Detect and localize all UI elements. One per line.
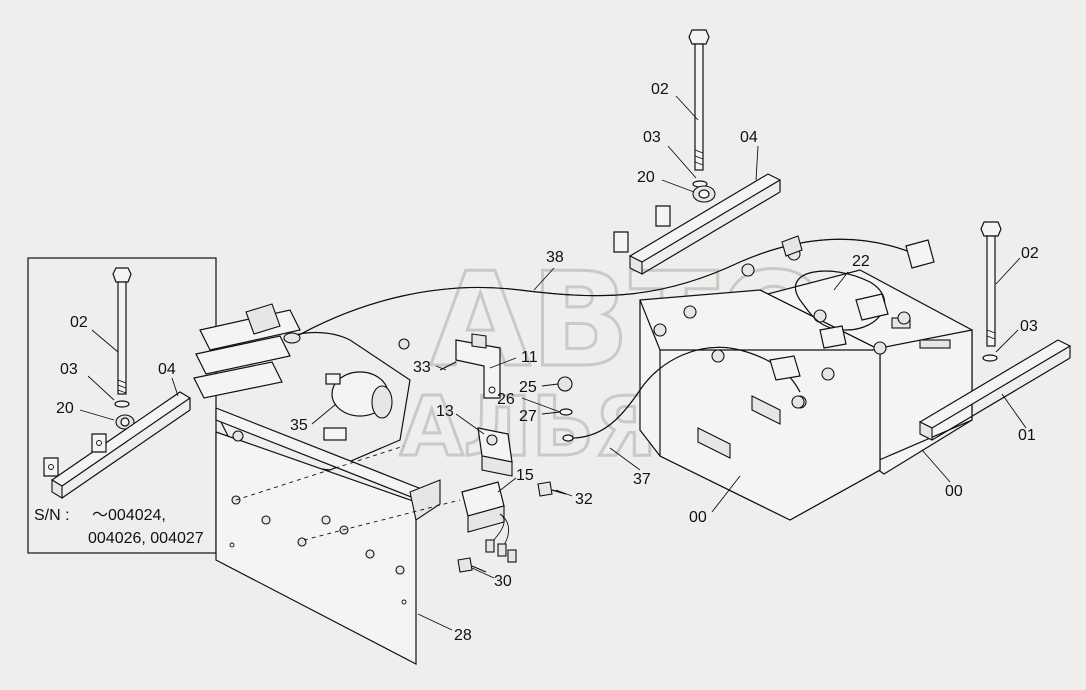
washer-27: [559, 408, 573, 416]
callout-harness-38: 38: [546, 249, 564, 266]
inset-leader-02: [91, 329, 119, 353]
callout-washer-26: 26: [497, 391, 515, 408]
inset-callout-03: 03: [60, 361, 78, 378]
harness-22: [794, 270, 889, 349]
callout-motor-35: 35: [290, 417, 308, 434]
inset-callout-20: 20: [56, 400, 74, 417]
callout-plate-28: 28: [454, 627, 472, 644]
inset-callout-02: 02: [70, 314, 88, 331]
motor-35: [323, 338, 410, 441]
callouts: 02 03 04 20 38 22 02 03 01 00 00 33 11 2…: [290, 81, 1039, 644]
callout-screw-30: 30: [494, 573, 512, 590]
right-bar: [918, 339, 1072, 441]
inset-sn-line2: 004026, 004027: [88, 530, 204, 547]
plate-28: [215, 407, 461, 665]
step-structure: [193, 303, 411, 471]
callout-right-bolt: 02: [1021, 245, 1039, 262]
washer-26: [562, 434, 574, 442]
inset-leader-04: [171, 377, 179, 397]
callout-relay-13: 13: [436, 403, 454, 420]
callout-top-washer: 03: [643, 129, 661, 146]
relay-15: [461, 481, 517, 563]
inset-frame: [27, 257, 217, 554]
callout-right-washer: 03: [1020, 318, 1038, 335]
inset-panel: 02 03 04 20 S/N : ～004024, 004026, 00402…: [27, 257, 217, 554]
inset-washer: [114, 400, 130, 408]
callout-battery-left: 00: [689, 509, 707, 526]
callout-terminal-22: 22: [852, 253, 870, 270]
callout-relay-bracket-33: 33: [413, 359, 431, 376]
inset-bolt: [112, 267, 132, 395]
inset-callout-04: 04: [158, 361, 176, 378]
callout-washer-27: 27: [519, 408, 537, 425]
relay-13: [477, 427, 513, 477]
right-washer: [982, 354, 998, 362]
callout-relay-11: 11: [521, 349, 538, 366]
inset-leader-20: [79, 409, 115, 421]
inset-bar: [43, 391, 192, 499]
screw-32: [537, 481, 567, 497]
harness-37: [565, 346, 805, 439]
callout-harness-37: 37: [633, 471, 651, 488]
inset-clamp: [115, 414, 135, 430]
inset-sn-line1: ～004024,: [92, 507, 166, 524]
nut-25: [557, 376, 573, 392]
harness-38: [289, 235, 935, 341]
inset-leader-03: [87, 375, 115, 401]
callout-top-bar: 04: [740, 129, 758, 146]
top-clamp: [692, 185, 716, 203]
callout-top-clamp: 20: [637, 169, 655, 186]
callout-screw-32: 32: [575, 491, 593, 508]
callout-battery-right: 00: [945, 483, 963, 500]
inset-sn-label: S/N :: [34, 507, 70, 524]
callout-nut-25: 25: [519, 379, 537, 396]
battery-left: [639, 289, 881, 521]
relay-bracket-11: [439, 333, 501, 399]
leader-lines: [311, 95, 1027, 631]
callout-top-bolt: 02: [651, 81, 669, 98]
screw-30: [457, 557, 487, 573]
top-bar: [613, 173, 782, 275]
callout-relay-15: 15: [516, 467, 534, 484]
callout-right-bar: 01: [1018, 427, 1036, 444]
top-bolt: [688, 29, 710, 171]
right-bolt: [980, 221, 1002, 347]
